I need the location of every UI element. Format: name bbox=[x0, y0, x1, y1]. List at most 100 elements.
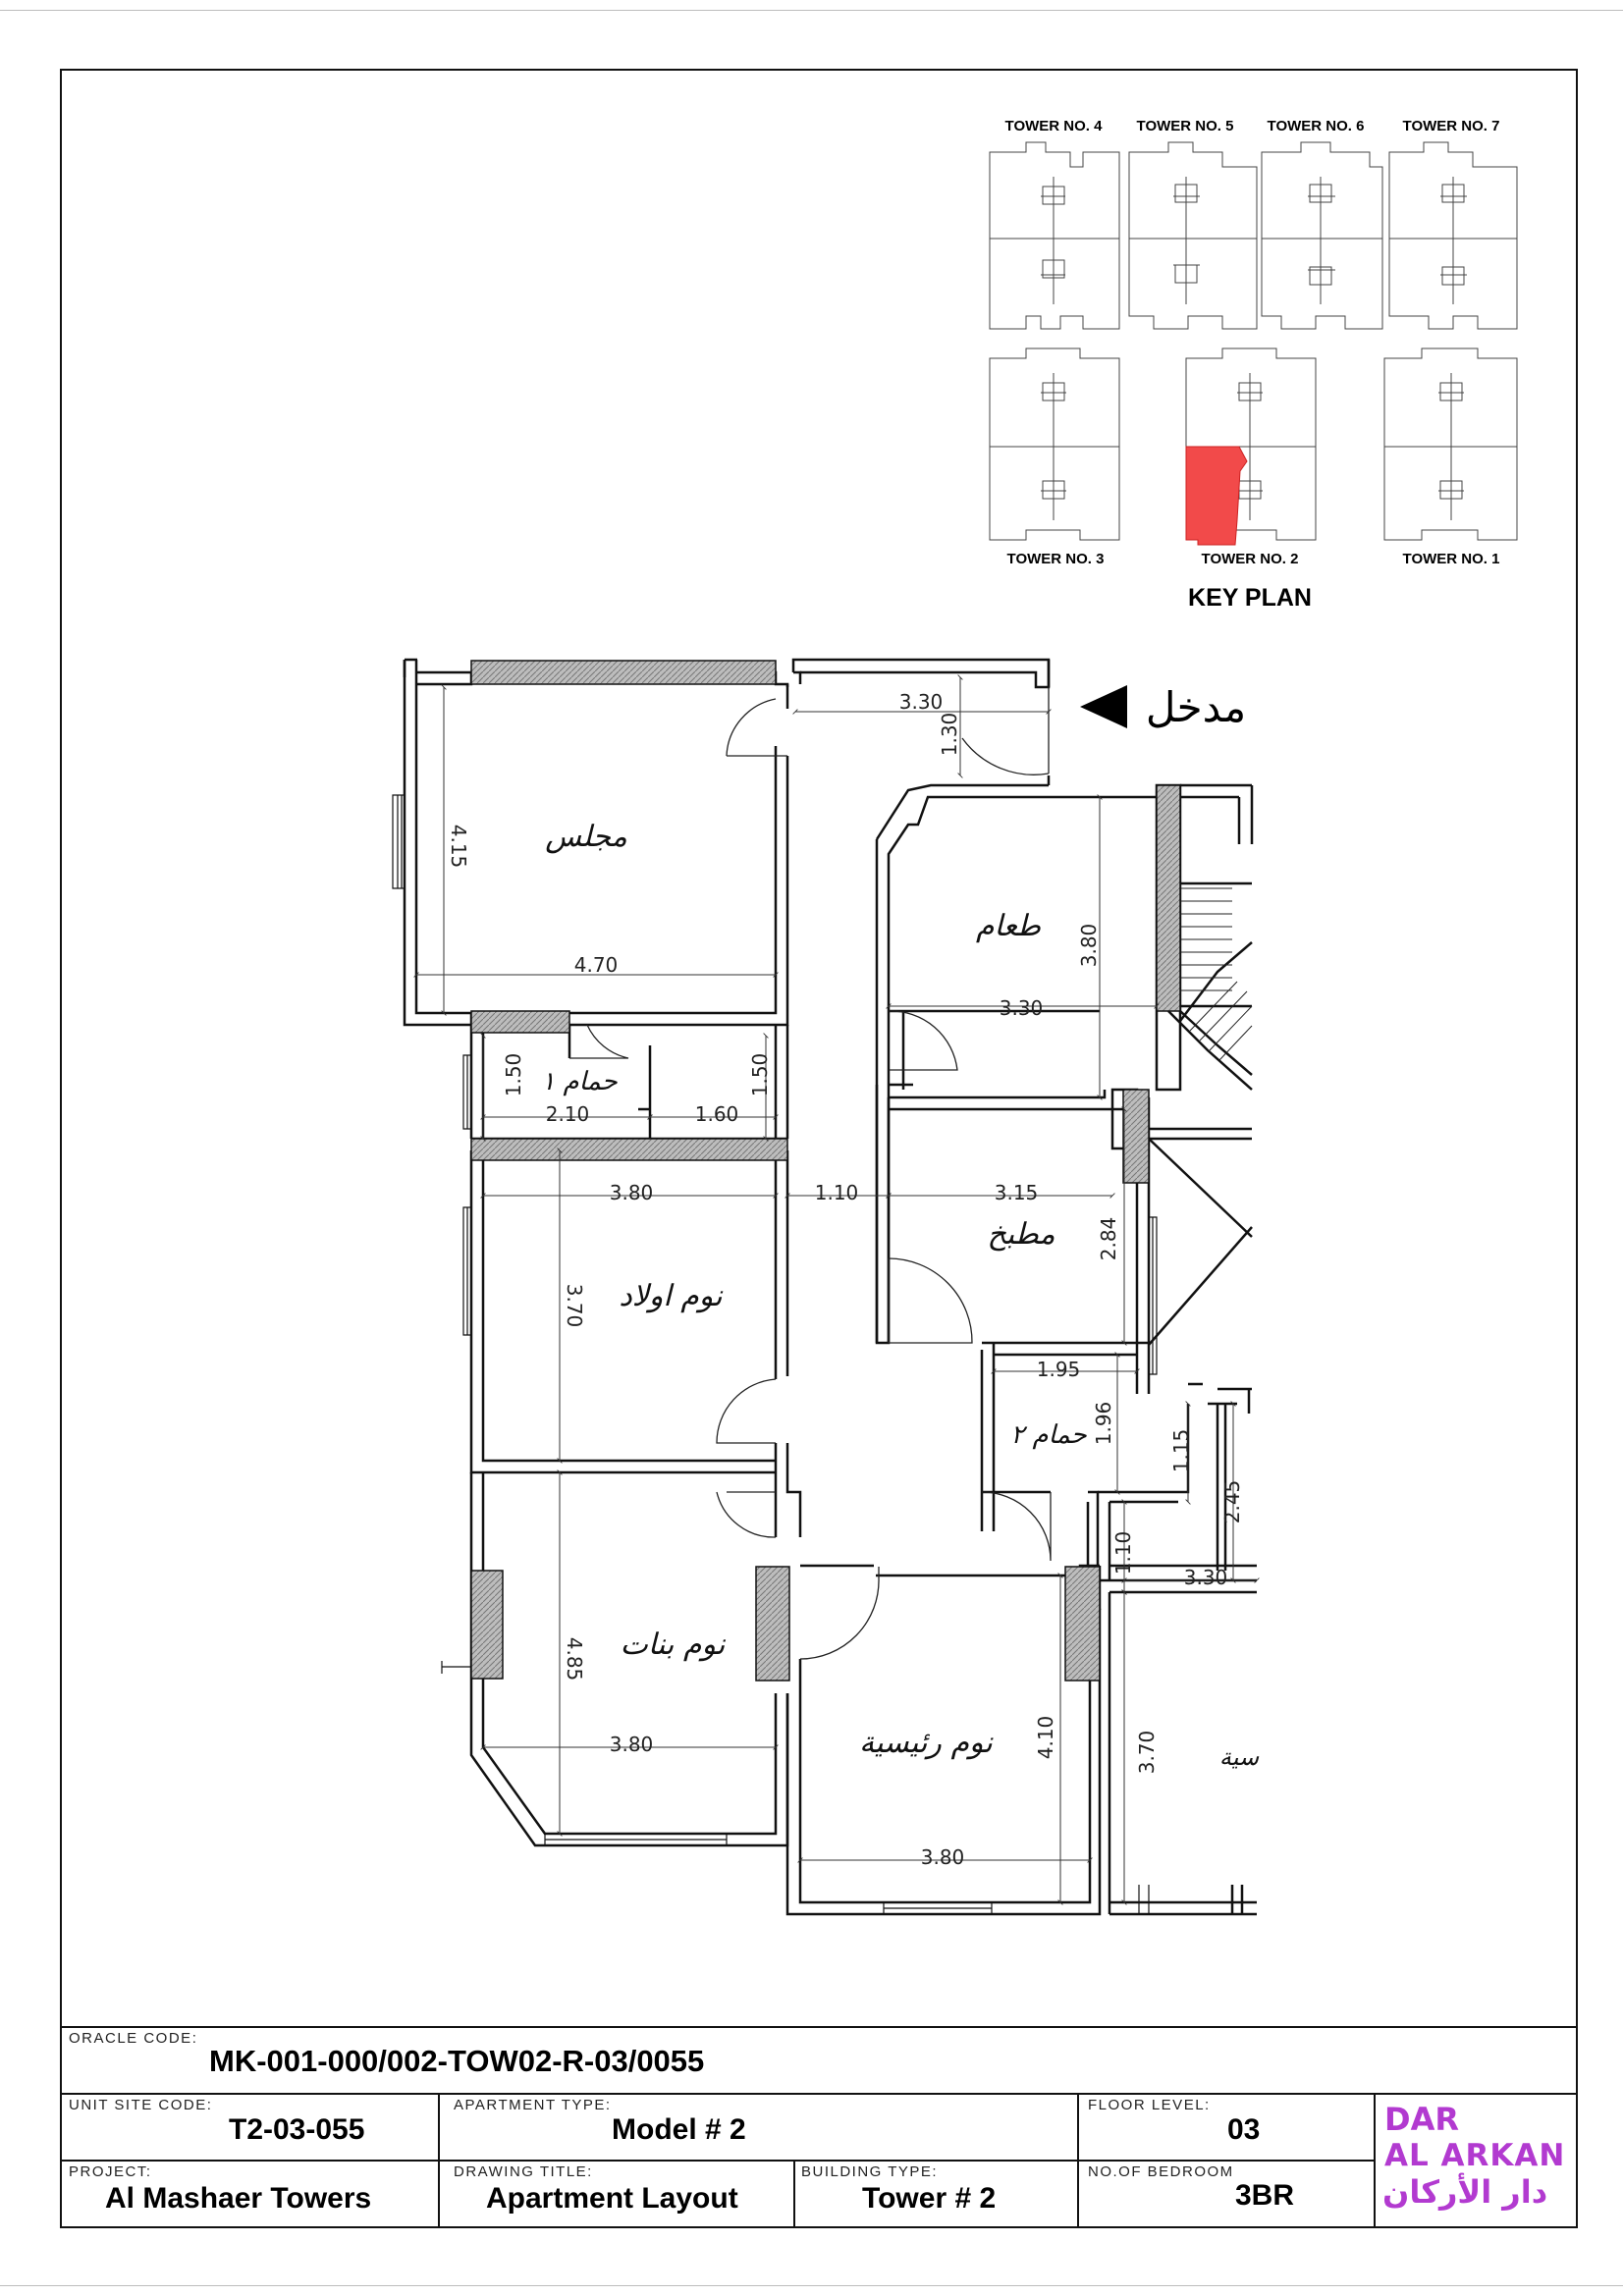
key-plan-tower-label: TOWER NO. 7 bbox=[1403, 118, 1500, 134]
oracle-code-label: ORACLE CODE: bbox=[69, 2030, 198, 2047]
dimension-label: 3.80 bbox=[610, 1181, 654, 1204]
column-kitchen-right bbox=[1122, 1089, 1150, 1184]
column-bath1-top bbox=[470, 1010, 570, 1034]
key-plan-tower-label: TOWER NO. 2 bbox=[1202, 551, 1299, 567]
key-plan-tower-label: TOWER NO. 3 bbox=[1007, 551, 1105, 567]
dimension-label: 4.85 bbox=[563, 1637, 586, 1682]
door-boys bbox=[716, 1378, 777, 1444]
room-label-dining: طعام bbox=[976, 909, 1042, 943]
key-plan-highlighted-unit bbox=[1185, 446, 1248, 546]
key-plan-tower-label: TOWER NO. 6 bbox=[1268, 118, 1365, 134]
stair-treads bbox=[1170, 887, 1253, 1061]
column-master-right bbox=[1064, 1566, 1101, 1682]
project-value: Al Mashaer Towers bbox=[105, 2182, 372, 2215]
entrance-marker: مدخل bbox=[1080, 683, 1246, 731]
key-plan-tower-label: TOWER NO. 4 bbox=[1005, 118, 1104, 134]
dimension-label: 4.15 bbox=[447, 825, 470, 869]
key-plan-tower-6-shape bbox=[1261, 141, 1383, 330]
bottom-page-rule bbox=[0, 2285, 1623, 2286]
dimension-label: 1.10 bbox=[1111, 1531, 1135, 1575]
dimension-label: 1.60 bbox=[695, 1102, 739, 1126]
floor-level-value: 03 bbox=[1227, 2113, 1261, 2146]
apartment-type-label: APARTMENT TYPE: bbox=[454, 2097, 612, 2113]
dimension-lines bbox=[413, 674, 1260, 1905]
dimension-label: 3.70 bbox=[1135, 1731, 1159, 1775]
dimension-label: 2.45 bbox=[1220, 1480, 1244, 1524]
floor-plan-walls bbox=[403, 658, 1257, 1916]
room-label-master: نوم رئيسية bbox=[859, 1726, 994, 1760]
doors bbox=[569, 687, 1052, 1660]
dimension-label: 3.80 bbox=[1077, 924, 1101, 968]
key-plan-labels: TOWER NO. 4 TOWER NO. 5 TOWER NO. 6 TOWE… bbox=[1005, 118, 1500, 612]
door-girls bbox=[716, 1491, 777, 1538]
dimension-label: 1.96 bbox=[1092, 1402, 1115, 1446]
column-boys-top bbox=[470, 1138, 788, 1161]
door-majlis bbox=[726, 698, 787, 757]
drawing-sheet-border bbox=[60, 69, 1578, 2228]
room-label-bath2: حمام ٢ bbox=[1010, 1420, 1087, 1450]
entrance-label: مدخل bbox=[1146, 683, 1246, 731]
column-girls-left bbox=[470, 1570, 504, 1680]
room-label-partial: سية bbox=[1219, 1743, 1260, 1771]
dimension-label: 3.30 bbox=[1184, 1566, 1228, 1589]
dimension-label: 4.10 bbox=[1034, 1716, 1057, 1760]
room-label-bath1: حمام ١ bbox=[541, 1067, 618, 1096]
room-label-boys: نوم اولاد bbox=[619, 1279, 724, 1313]
dimension-label: 3.80 bbox=[610, 1733, 654, 1756]
hatched-columns bbox=[470, 660, 1181, 1682]
dimension-label: 3.30 bbox=[1000, 996, 1044, 1020]
bedroom-count-value: 3BR bbox=[1235, 2179, 1295, 2212]
door-entrance bbox=[961, 687, 1050, 775]
key-plan-tower-label: TOWER NO. 1 bbox=[1403, 551, 1500, 567]
key-plan-tower-7-shape bbox=[1388, 141, 1518, 330]
entrance-arrow-icon bbox=[1080, 685, 1127, 728]
unit-site-code-value: T2-03-055 bbox=[229, 2113, 365, 2146]
top-page-rule bbox=[0, 10, 1623, 11]
door-bath1 bbox=[569, 1024, 629, 1059]
bedroom-count-label: NO.OF BEDROOM bbox=[1088, 2163, 1234, 2180]
project-label: PROJECT: bbox=[69, 2163, 152, 2180]
key-plan-title: KEY PLAN bbox=[1188, 584, 1312, 612]
key-plan-tower-4-shape bbox=[989, 141, 1120, 330]
room-labels: مجلس طعام حمام ١ مطبخ نوم اولاد حمام ٢ ن… bbox=[541, 820, 1260, 1771]
logo-line-dar: DAR bbox=[1384, 2101, 1459, 2138]
door-kitchen bbox=[888, 1257, 973, 1344]
oracle-code-value: MK-001-000/002-TOW02-R-03/0055 bbox=[209, 2044, 705, 2078]
key-plan-tower-5-shape bbox=[1128, 141, 1258, 330]
dimension-label: 2.84 bbox=[1097, 1217, 1120, 1261]
windows bbox=[392, 794, 1158, 1915]
room-label-kitchen: مطبخ bbox=[987, 1217, 1055, 1252]
key-plan-tower-label: TOWER NO. 5 bbox=[1137, 118, 1234, 134]
room-label-girls: نوم بنات bbox=[621, 1628, 727, 1662]
drawing-title-label: DRAWING TITLE: bbox=[454, 2163, 593, 2180]
dimension-label: 2.10 bbox=[546, 1102, 590, 1126]
room-label-majlis: مجلس bbox=[545, 820, 627, 854]
dimension-label: 1.50 bbox=[748, 1053, 772, 1097]
dimension-label: 4.70 bbox=[574, 953, 619, 977]
title-block-grid bbox=[60, 2026, 1578, 2228]
logo-line-arabic: دار الأركان bbox=[1382, 2173, 1548, 2211]
dimension-label: 1.95 bbox=[1037, 1358, 1081, 1381]
door-bath2 bbox=[981, 1491, 1052, 1562]
dimension-label: 1.15 bbox=[1169, 1429, 1193, 1473]
dimension-label: 3.30 bbox=[899, 690, 944, 714]
dimension-label: 3.15 bbox=[995, 1181, 1039, 1204]
dimension-labels: 3.30 1.30 4.15 4.70 3.80 3.30 1.50 2.10 … bbox=[447, 690, 1244, 1869]
floor-level-label: FLOOR LEVEL: bbox=[1088, 2097, 1211, 2113]
building-type-value: Tower # 2 bbox=[862, 2182, 997, 2215]
column-girls-right bbox=[755, 1566, 790, 1682]
unit-site-code-label: UNIT SITE CODE: bbox=[69, 2097, 213, 2113]
logo-line-al-arkan: AL ARKAN bbox=[1384, 2138, 1566, 2173]
dimension-label: 3.70 bbox=[563, 1284, 586, 1328]
column-dining-right bbox=[1156, 784, 1181, 1012]
dimension-label: 1.50 bbox=[502, 1053, 525, 1097]
dimension-label: 3.80 bbox=[921, 1845, 965, 1869]
door-master bbox=[799, 1567, 880, 1660]
door-dining bbox=[888, 1010, 958, 1071]
key-plan-tower-1-shape bbox=[1383, 347, 1518, 541]
apartment-type-value: Model # 2 bbox=[612, 2113, 746, 2146]
drawing-title-value: Apartment Layout bbox=[486, 2182, 738, 2215]
column-majlis-top bbox=[470, 660, 777, 685]
dimension-label: 1.30 bbox=[938, 713, 961, 757]
